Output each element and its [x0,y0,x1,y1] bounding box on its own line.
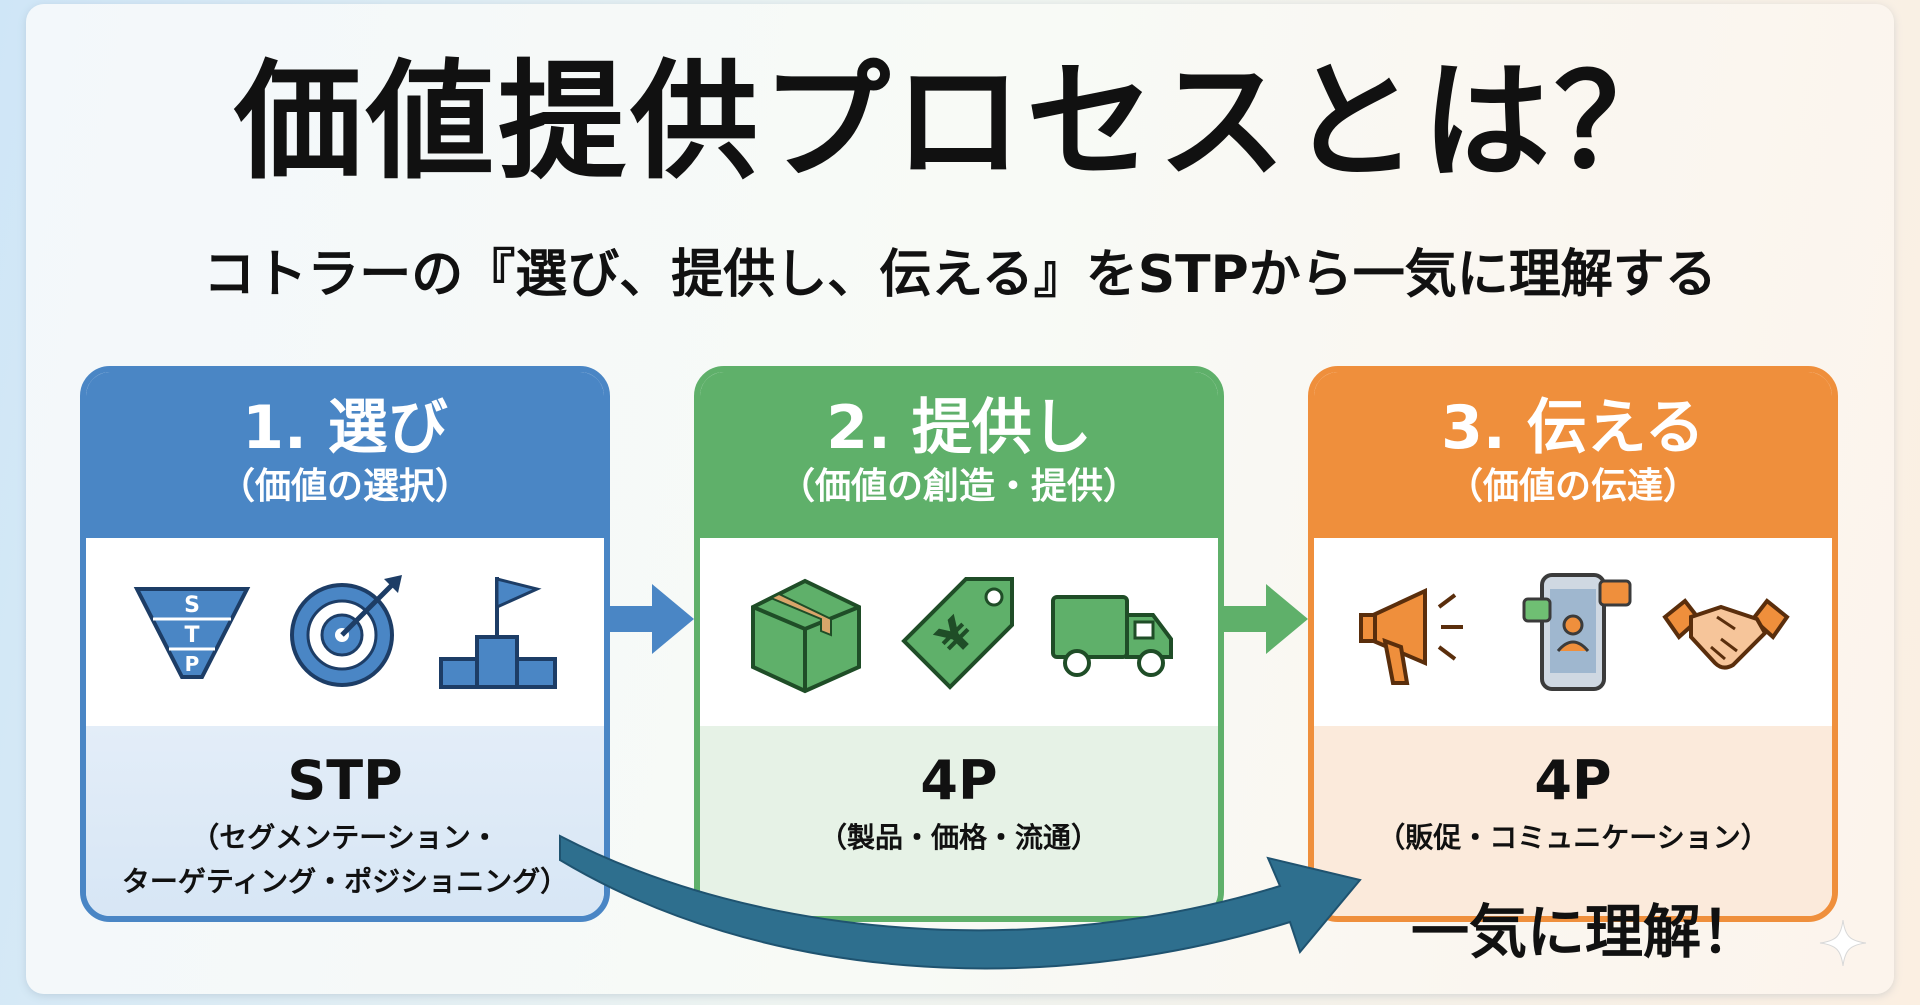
step-icons: ¥ [700,538,1218,726]
funnel-letter-p: P [185,652,200,676]
step-card-footer: 4P （販促・コミュニケーション） [1314,726,1832,916]
smartphone-social-icon [1522,573,1632,691]
step-card-select: 1. 選び （価値の選択） S T P STP （セグメンテ [80,366,610,922]
page-subtitle: コトラーの『選び、提供し、伝える』をSTPから一気に理解する [203,245,1717,305]
funnel-letter-s: S [184,593,200,618]
step-icons [1314,538,1832,726]
step-subheading: （価値の伝達） [1446,466,1699,507]
package-box-icon [751,578,862,694]
framework-description: （製品・価格・流通） [818,821,1099,854]
framework-label: STP [287,749,403,812]
flow-arrow-1 [608,584,694,654]
podium-flag-icon [438,577,557,689]
step-card-communicate: 3. 伝える （価値の伝達） 4P （販促・コミュニケーション） [1308,366,1838,922]
delivery-truck-icon [1050,595,1173,677]
yen-price-tag-icon: ¥ [901,577,1014,690]
step-card-header: 3. 伝える （価値の伝達） [1314,372,1832,538]
step-subheading: （価値の選択） [218,466,471,507]
framework-description: （セグメンテーション・ [191,821,499,854]
step-card-header: 2. 提供し （価値の創造・提供） [700,372,1218,538]
megaphone-icon [1359,587,1464,685]
step-heading: 2. 提供し [826,393,1092,463]
step-card-header: 1. 選び （価値の選択） [86,372,604,538]
step-card-footer: 4P （製品・価格・流通） [700,726,1218,916]
step-subheading: （価値の創造・提供） [778,466,1139,507]
handshake-icon [1661,598,1790,670]
page-title: 価値提供プロセスとは？ [233,48,1686,197]
framework-label: 4P [1534,749,1612,812]
step-card-footer: STP （セグメンテーション・ ターゲティング・ポジショニング） [86,726,604,916]
stp-funnel-icon: S T P [134,587,251,679]
framework-description: （販促・コミュニケーション） [1377,821,1769,854]
funnel-letter-t: T [185,623,200,648]
flow-arrow-2 [1222,584,1308,654]
step-heading: 1. 選び [242,393,448,463]
step-icons: S T P [86,538,604,726]
step-card-provide: 2. 提供し （価値の創造・提供） ¥ 4P （製品・価格・流通） [694,366,1224,922]
tagline: 一気に理解！ [1410,898,1759,966]
sparkle-icon [1819,919,1867,967]
target-icon [289,575,402,687]
framework-description-line2: ターゲティング・ポジショニング） [121,865,569,898]
framework-label: 4P [920,749,998,812]
step-heading: 3. 伝える [1441,393,1705,463]
